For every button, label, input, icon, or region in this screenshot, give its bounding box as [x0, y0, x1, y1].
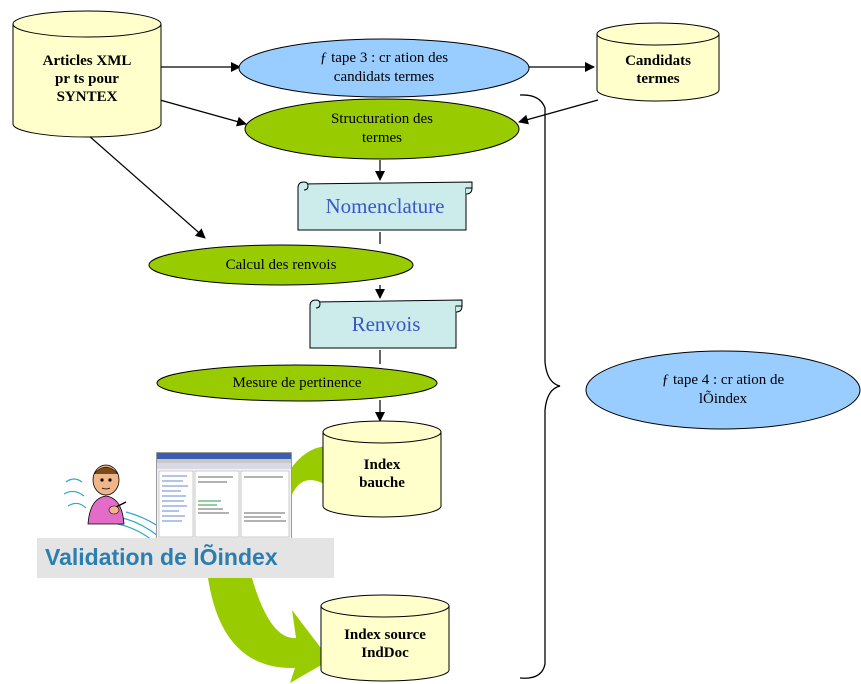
scroll-shape	[297, 181, 473, 231]
scroll-shape	[309, 299, 463, 349]
candidats-line-1: Candidats	[625, 53, 691, 69]
renvois-scroll: Renvois	[308, 298, 464, 350]
candidats-line-2: termes	[636, 71, 680, 87]
index-ebauche-line-1: Index	[363, 457, 401, 473]
cylinder-shape	[322, 420, 442, 518]
articles-line-1: Articles XML	[42, 53, 132, 69]
index-ebauche-line-2: bauche	[359, 475, 405, 491]
etape4-line-1: ƒ tape 4 : cr ation de	[661, 372, 785, 388]
structuration-ellipse: Structuration des termes	[244, 98, 520, 160]
mesure-label: Mesure de pertinence	[232, 374, 362, 391]
nomenclature-scroll: Nomenclature	[296, 180, 474, 232]
cylinder-shape	[320, 594, 450, 682]
curly-brace	[519, 94, 561, 679]
ellipse-shape	[238, 38, 530, 98]
validation-label: Validation de lÕindex	[45, 544, 278, 570]
candidats-termes-cylinder: Candidats termes	[596, 22, 720, 102]
renvois-label: Renvois	[351, 311, 421, 336]
ellipse-shape	[156, 364, 438, 402]
etape3-line-2: candidats termes	[333, 69, 435, 85]
articles-xml-cylinder: Articles XML pr ts pour SYNTEX	[12, 10, 162, 138]
mesure-pertinence-ellipse: Mesure de pertinence	[156, 364, 438, 402]
structuration-line-2: termes	[362, 130, 402, 146]
validation-big-arrow	[208, 578, 330, 683]
ellipse-shape	[148, 244, 414, 286]
index-ebauche-cylinder: Index bauche	[322, 420, 442, 518]
index-source-cylinder: Index source IndDoc	[320, 594, 450, 682]
ellipse-shape	[585, 350, 861, 430]
index-source-line-2: IndDoc	[361, 645, 409, 661]
person-with-pen-icon	[62, 452, 160, 541]
application-screenshot-icon	[156, 452, 292, 540]
calcul-renvois-ellipse: Calcul des renvois	[148, 244, 414, 286]
etape3-ellipse: ƒ tape 3 : cr ation des candidats termes	[238, 38, 530, 98]
validation-wedge	[290, 446, 326, 500]
articles-line-3: SYNTEX	[56, 89, 118, 105]
arrow-articles-to-calcul	[87, 134, 206, 239]
validation-panel: Validation de lÕindex	[37, 538, 334, 578]
ellipse-shape	[244, 98, 520, 160]
articles-line-2: pr ts pour	[55, 71, 119, 87]
etape4-ellipse: ƒ tape 4 : cr ation de lÕindex	[585, 350, 861, 430]
arrow-candidats-to-structuration	[518, 99, 599, 125]
calcul-label: Calcul des renvois	[225, 256, 337, 273]
cylinder-shape	[596, 22, 720, 102]
arrow-articles-to-structuration	[159, 99, 247, 127]
etape3-line-1: ƒ tape 3 : cr ation des	[319, 50, 449, 66]
nomenclature-label: Nomenclature	[325, 193, 445, 218]
etape4-line-2: lÕindex	[698, 391, 748, 407]
cylinder-shape	[12, 10, 162, 138]
structuration-line-1: Structuration des	[330, 111, 434, 127]
index-source-line-1: Index source	[344, 627, 426, 643]
